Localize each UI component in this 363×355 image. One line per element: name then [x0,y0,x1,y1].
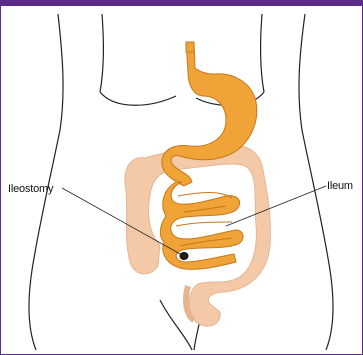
label-ileum: Ileum [327,180,353,192]
stoma-icon [180,253,188,260]
small-intestine [160,182,243,269]
label-ileostomy: Ileostomy [8,183,54,195]
